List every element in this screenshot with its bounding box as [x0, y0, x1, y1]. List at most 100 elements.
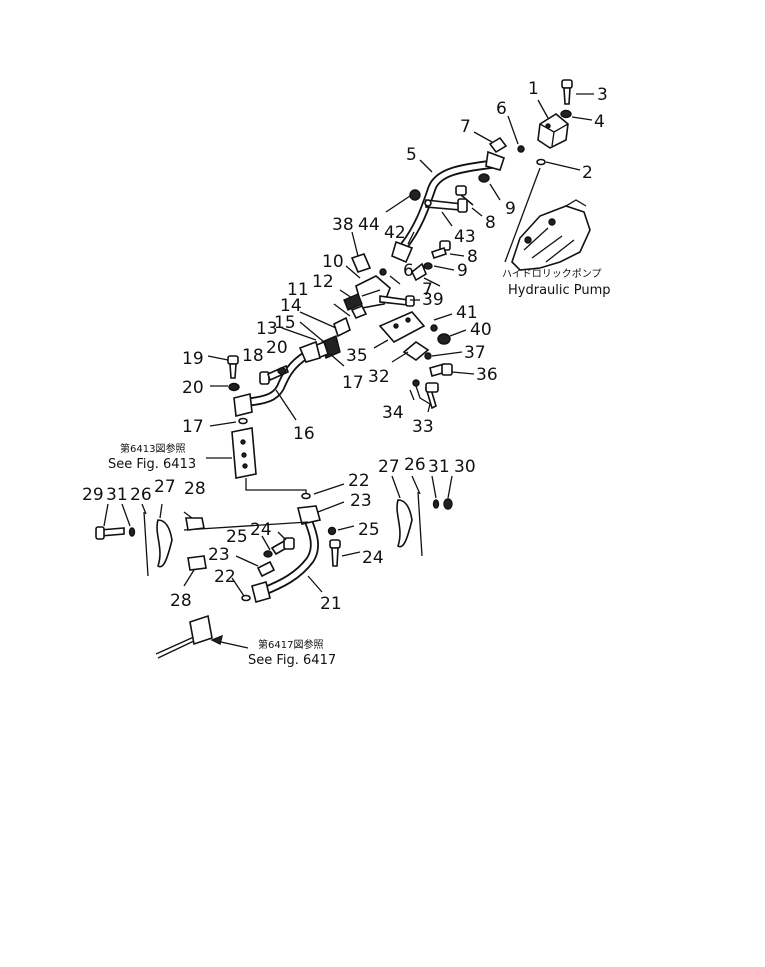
hose-21: [251, 505, 322, 603]
washer-34: [412, 379, 420, 387]
fig-6413-label-ja: 第6413図参照: [120, 442, 185, 455]
pump-flange-block: [537, 113, 569, 149]
callout-24-lower: 24: [362, 548, 384, 568]
callout-2: 2: [582, 163, 593, 183]
bolt-24-right: [329, 539, 341, 567]
fig-6417-label-ja: 第6417図参照: [258, 638, 323, 651]
washer-9-lower: [423, 262, 433, 270]
callout-6-lower: 6: [403, 261, 414, 281]
callout-4: 4: [594, 112, 605, 132]
nut-30: [443, 498, 453, 510]
callout-25-right: 25: [358, 520, 380, 540]
callout-17-upper: 17: [342, 373, 364, 393]
split-flange-7-lower: [410, 262, 427, 282]
callout-23-lower: 23: [208, 545, 230, 565]
nut-44: [409, 189, 421, 201]
pump-label-ja: ハイドロリックポンプ: [502, 268, 602, 280]
callout-19: 19: [182, 349, 204, 369]
callout-28-lower: 28: [170, 591, 192, 611]
bolt-8-lower: [430, 240, 451, 260]
washer-4: [560, 109, 572, 119]
callout-12: 12: [312, 272, 334, 292]
plate-35: [378, 311, 426, 344]
leader-lines: [103, 93, 594, 649]
callout-20-lower: 20: [182, 378, 204, 398]
callout-35: 35: [346, 346, 368, 366]
callout-33: 33: [412, 417, 434, 437]
plate-32: [402, 341, 430, 361]
connector-11: [343, 293, 363, 311]
o-ring-22-upper: [301, 492, 311, 500]
fig-6417-label-en: See Fig. 6417: [248, 653, 336, 668]
callout-36: 36: [476, 365, 498, 385]
split-flange-23: [256, 560, 276, 578]
nut-40: [437, 333, 451, 345]
callout-25-left: 25: [226, 527, 248, 547]
callout-7-upper: 7: [460, 117, 471, 137]
callout-11: 11: [287, 280, 309, 300]
adapter-12: [350, 304, 368, 320]
callout-9-upper: 9: [505, 199, 516, 219]
split-flange-7-upper: [488, 136, 508, 154]
washer-20-lower: [228, 382, 240, 392]
strap-26-left: [143, 511, 149, 577]
callout-18: 18: [242, 346, 264, 366]
callout-23-upper: 23: [350, 491, 372, 511]
callout-16: 16: [293, 424, 315, 444]
callout-24-upper: 24: [250, 520, 272, 540]
callout-1: 1: [528, 79, 539, 99]
part-41: [430, 324, 438, 332]
callout-26-left: 26: [130, 485, 152, 505]
callout-27-left: 27: [154, 477, 176, 497]
split-flange-38: [350, 253, 372, 273]
o-ring-17-lower: [238, 417, 248, 425]
bolt-24-left: [270, 537, 295, 556]
callout-37: 37: [464, 343, 486, 363]
callout-7-lower: 7: [422, 280, 433, 300]
callout-17-lower: 17: [182, 417, 204, 437]
callout-32: 32: [368, 367, 390, 387]
fig-6413-label-en: See Fig. 6413: [108, 457, 196, 472]
callout-13: 13: [256, 319, 278, 339]
bolt-33: [425, 382, 439, 410]
callout-28-upper: 28: [184, 479, 206, 499]
callout-39: 39: [422, 290, 444, 310]
hydraulic-pump: [511, 199, 591, 271]
clamp-27-right: [396, 499, 413, 548]
bolt-19: [227, 355, 239, 379]
callout-labels: 1 2 3 4 5 6 6 7 7 8 8 9 9 10 11 12 13 14…: [82, 79, 608, 614]
hose-16: [233, 340, 321, 417]
callout-41: 41: [456, 303, 478, 323]
bolt-43: [425, 198, 468, 213]
washer-9-upper: [478, 173, 490, 183]
callout-38: 38: [332, 215, 354, 235]
washer-31-right: [432, 499, 440, 509]
washer-20-upper: [277, 367, 287, 375]
o-ring-22-lower: [241, 594, 251, 602]
callout-10: 10: [322, 252, 344, 272]
reference-notes: ハイドロリックポンプ Hydraulic Pump 第6413図参照 See F…: [108, 268, 611, 668]
callout-8-upper: 8: [485, 213, 496, 233]
washer-31-left: [128, 527, 136, 537]
callout-15: 15: [274, 313, 296, 333]
callout-31-left: 31: [106, 485, 128, 505]
callout-31-right: 31: [428, 457, 450, 477]
callout-3: 3: [597, 85, 608, 105]
callout-6-upper: 6: [496, 99, 507, 119]
o-ring-6-upper: [517, 145, 525, 153]
callout-8-lower: 8: [467, 247, 478, 267]
callout-34: 34: [382, 403, 404, 423]
bolt-3: [561, 79, 573, 105]
bracket-fig-6417: [155, 614, 213, 659]
callout-22-upper: 22: [348, 471, 370, 491]
callout-27-right: 27: [378, 457, 400, 477]
o-ring-6-lower: [379, 268, 387, 276]
callout-9-lower: 9: [457, 261, 468, 281]
part-37: [424, 352, 432, 360]
arrow-6417: [210, 634, 224, 646]
valve-block-fig-6413: [231, 427, 307, 495]
callout-42: 42: [384, 223, 406, 243]
callout-43: 43: [454, 227, 476, 247]
callout-5: 5: [406, 145, 417, 165]
